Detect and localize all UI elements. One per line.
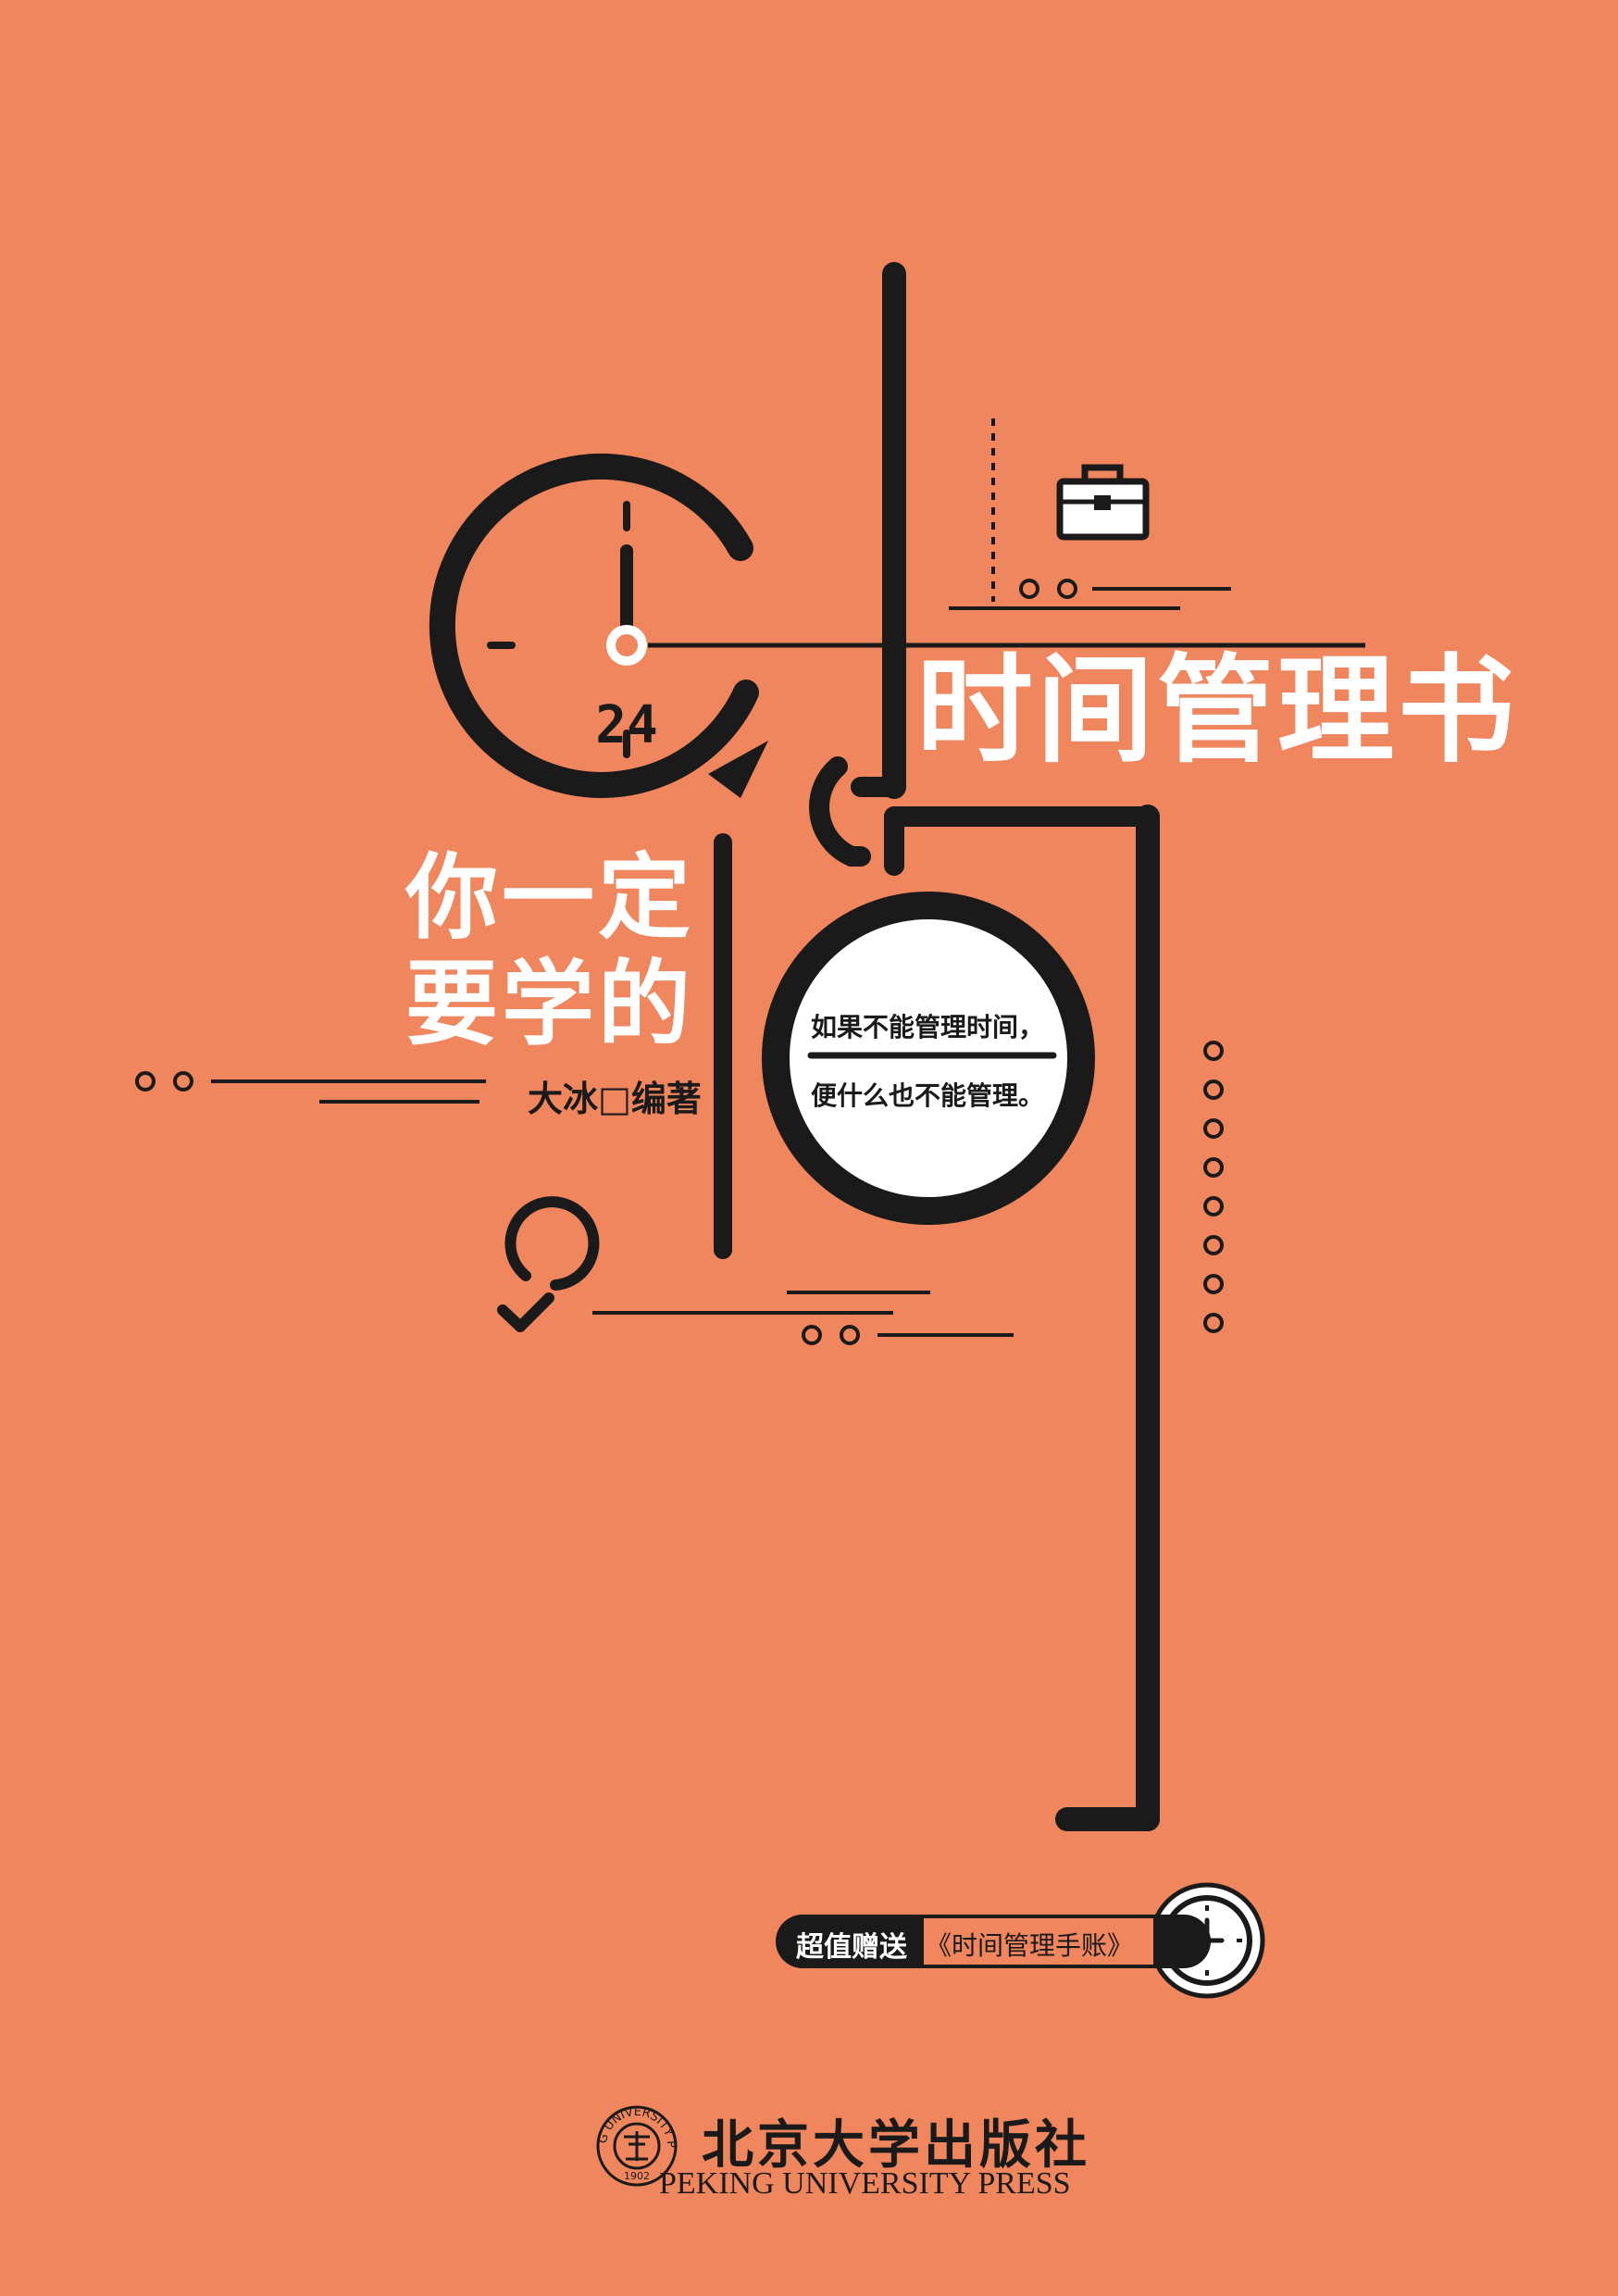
author: 大冰□编著 bbox=[528, 1079, 702, 1119]
clock-icon: 24 bbox=[429, 453, 768, 798]
checkmark-icon bbox=[497, 1196, 600, 1332]
gift-label: 超值赠送 bbox=[796, 1931, 907, 1964]
quote-line-1: 如果不能管理时间， bbox=[810, 1012, 1044, 1042]
gift-item: 《时间管理手账》 bbox=[926, 1930, 1134, 1961]
subtitle-line-2: 要学的 bbox=[405, 950, 694, 1058]
publisher-name-en: PEKING UNIVERSITY PRESS bbox=[659, 2166, 1071, 2201]
book-title: 时间管理书 bbox=[916, 643, 1518, 779]
subtitle-line-1: 你一定 bbox=[405, 843, 694, 952]
briefcase-icon bbox=[1056, 464, 1150, 541]
seal-year: 1902 bbox=[624, 2170, 650, 2182]
gift-badge-inner bbox=[924, 1918, 1153, 1965]
clock-number: 24 bbox=[595, 695, 657, 755]
quote-line-2: 便什么也不能管理。 bbox=[810, 1080, 1044, 1111]
publisher-name-cn: 北京大学出版社 bbox=[702, 2115, 1090, 2176]
